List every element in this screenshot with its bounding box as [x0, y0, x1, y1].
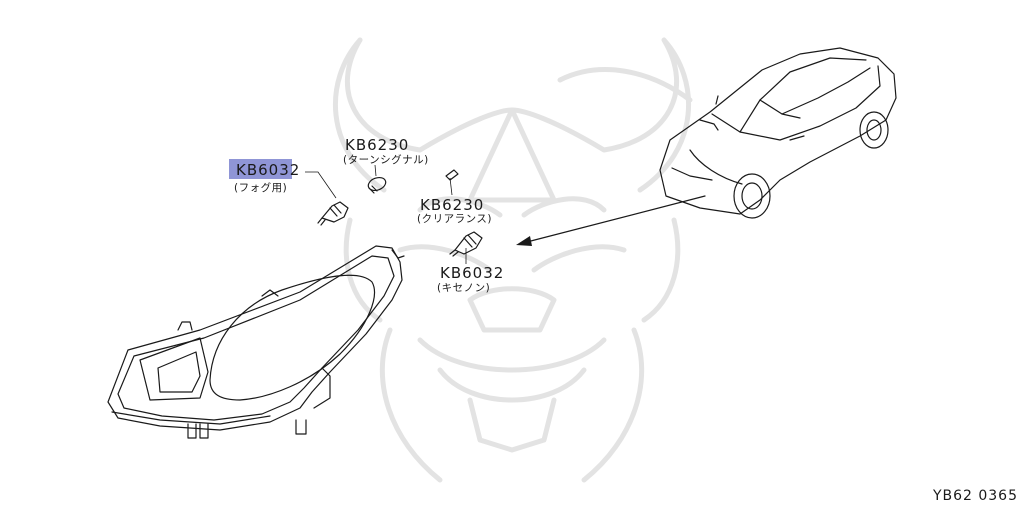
callout-note-turn-signal: (ターンシグナル): [343, 153, 429, 166]
callout-note-clearance: (クリアランス): [417, 213, 492, 225]
car-illustration: [659, 47, 897, 219]
callout-code-xenon[interactable]: KB6032: [440, 264, 504, 282]
leader-line-fog: [305, 171, 337, 199]
diagram-id: YB62 0365: [932, 488, 1018, 504]
callout-code-turn-signal[interactable]: KB6230: [345, 136, 409, 154]
fog-bulb-icon[interactable]: [317, 201, 349, 226]
callout-code-clearance[interactable]: KB6230: [420, 196, 484, 214]
callout-note-xenon: (キセノン): [437, 282, 490, 294]
location-arrow: [516, 195, 706, 246]
callout-note-fog: (フォグ用): [234, 181, 287, 194]
highlight-box: [229, 159, 292, 179]
clearance-bulb-icon[interactable]: [445, 169, 459, 181]
leader-line-clearance: [449, 177, 453, 196]
xenon-bulb-icon[interactable]: [449, 231, 483, 257]
turn-signal-bulb-icon[interactable]: [366, 175, 387, 194]
headlamp-assembly[interactable]: [107, 245, 405, 439]
leader-line-turn-signal: [374, 164, 377, 177]
callout-code-fog[interactable]: KB6032: [236, 161, 300, 179]
